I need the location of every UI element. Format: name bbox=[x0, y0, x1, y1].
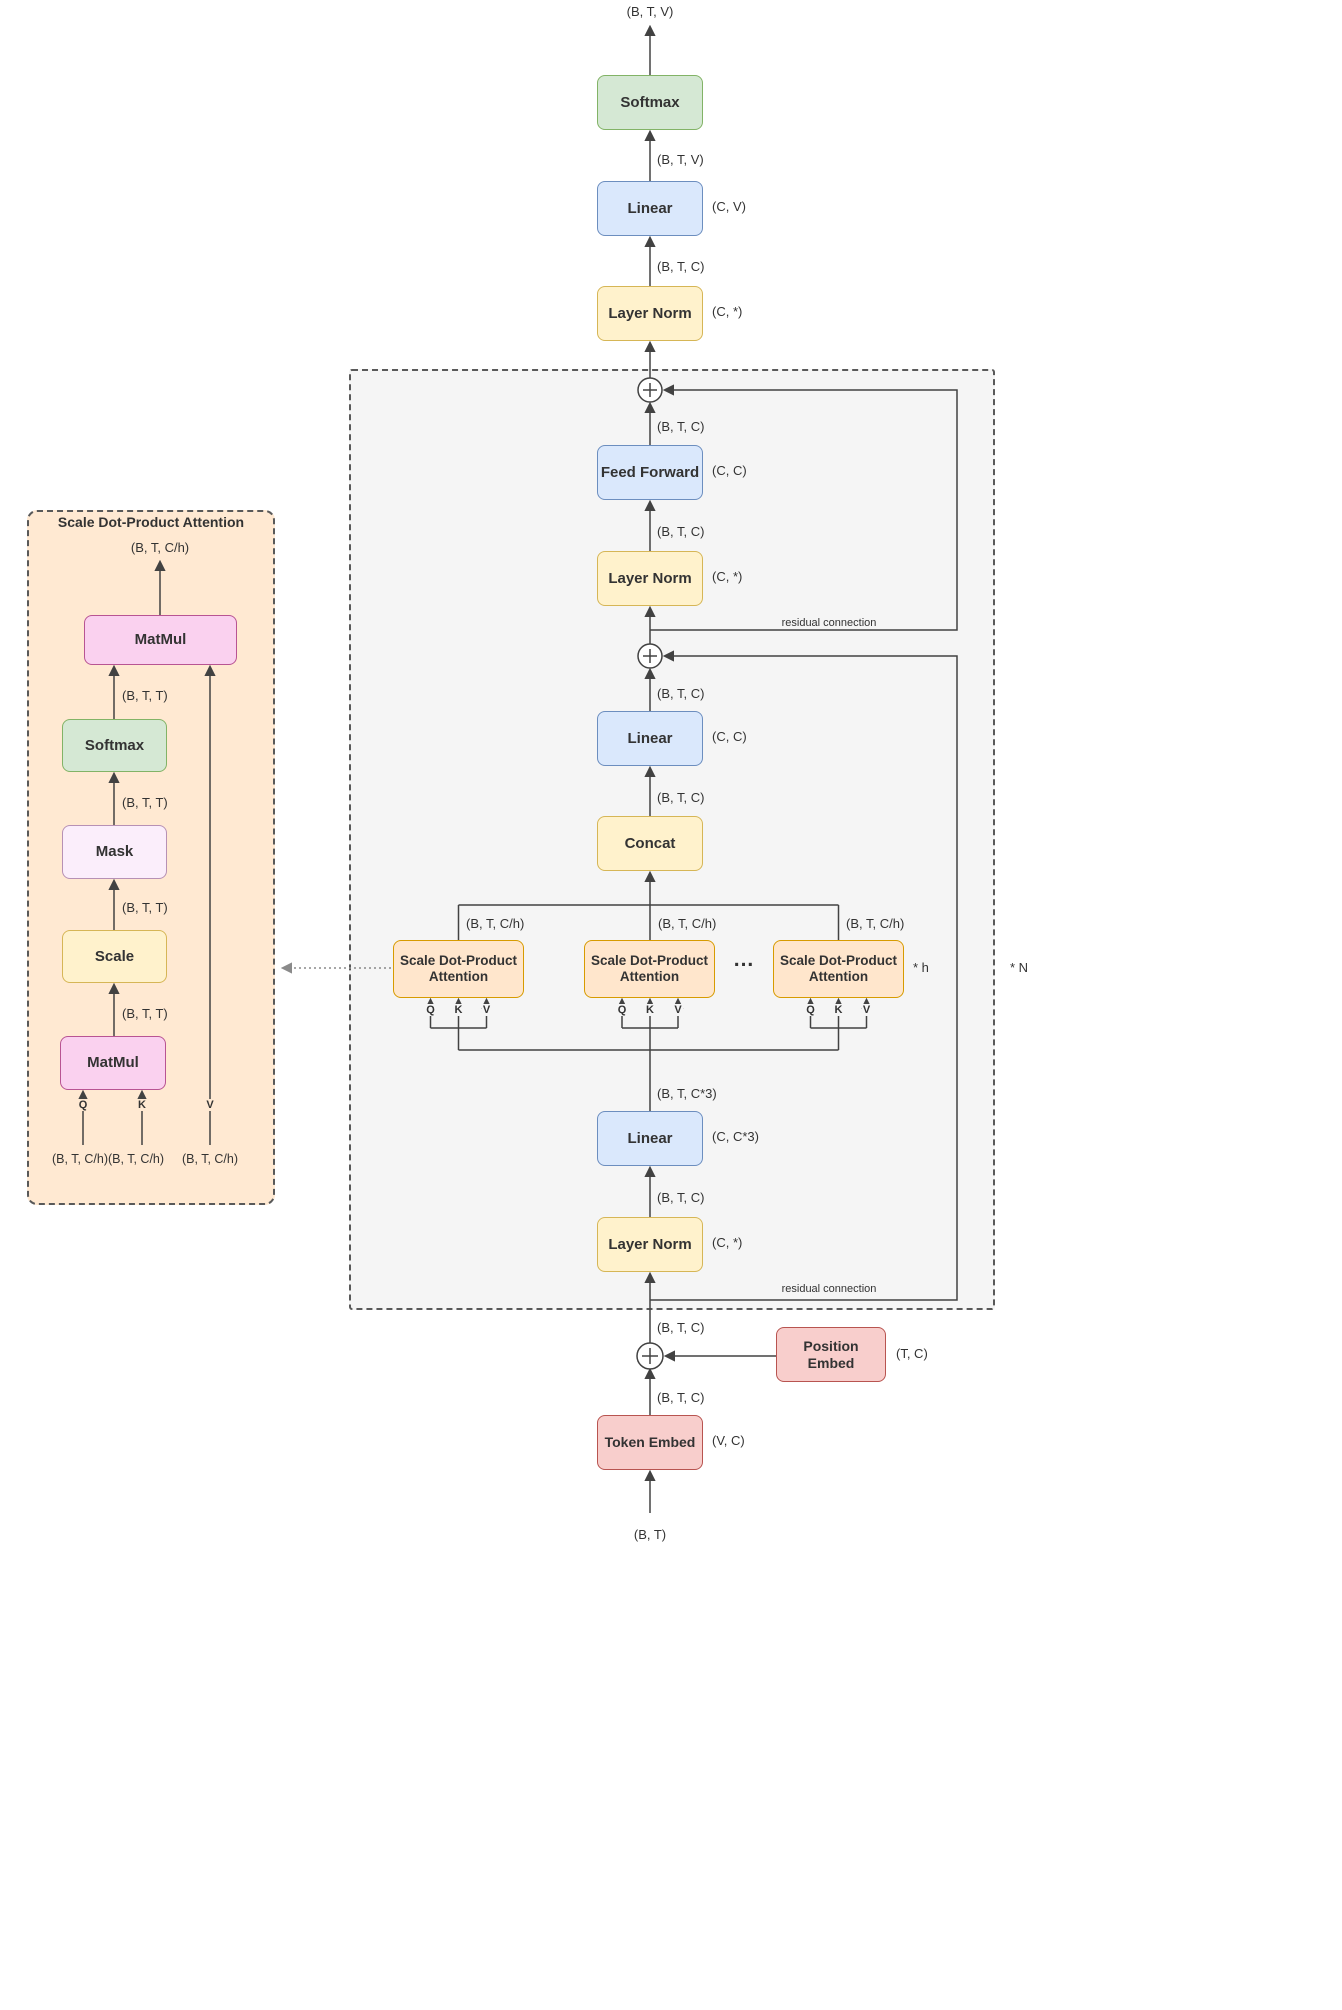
shape-label: (B, T, C) bbox=[657, 1320, 705, 1335]
block-attention-head-3: Scale Dot-Product Attention bbox=[773, 940, 904, 998]
add-circle bbox=[636, 1342, 664, 1370]
param-label-linear-qkv: (C, C*3) bbox=[712, 1129, 759, 1144]
v-label: V bbox=[672, 1004, 684, 1017]
param-label-linear-attn: (C, C) bbox=[712, 729, 747, 744]
v-label: V bbox=[860, 1004, 873, 1017]
shape-label-output: (B, T, V) bbox=[626, 4, 674, 19]
param-label-ln-2: (C, *) bbox=[712, 569, 743, 584]
param-label-linear-out: (C, V) bbox=[712, 199, 746, 214]
shape-label: (B, T, C) bbox=[657, 1190, 705, 1205]
k-label: K bbox=[452, 1004, 465, 1017]
v-label: V bbox=[480, 1004, 493, 1017]
block-softmax-output: Softmax bbox=[597, 75, 703, 130]
param-label-ln-1: (C, *) bbox=[712, 1235, 743, 1250]
k-label: K bbox=[832, 1004, 845, 1017]
shape-label-head-2: (B, T, C/h) bbox=[658, 916, 717, 931]
block-concat: Concat bbox=[597, 816, 703, 871]
block-feed-forward: Feed Forward bbox=[597, 445, 703, 500]
v-label: V bbox=[204, 1099, 216, 1112]
shape-label: (B, T, C) bbox=[657, 686, 705, 701]
q-label: Q bbox=[76, 1099, 90, 1112]
multiply-n-label: * N bbox=[1010, 960, 1029, 975]
block-linear-qkv: Linear bbox=[597, 1111, 703, 1166]
detail-panel-title: Scale Dot-Product Attention bbox=[57, 514, 245, 530]
detail-shape-label: (B, T, T) bbox=[122, 688, 168, 703]
block-layer-norm-final: Layer Norm bbox=[597, 286, 703, 341]
q-label: Q bbox=[615, 1004, 629, 1017]
block-softmax-attn: Softmax bbox=[62, 719, 167, 772]
shape-label: (B, T, C) bbox=[657, 524, 705, 539]
block-linear-attn-out: Linear bbox=[597, 711, 703, 766]
block-attention-head-2: Scale Dot-Product Attention bbox=[584, 940, 715, 998]
detail-shape-label: (B, T, T) bbox=[122, 1006, 168, 1021]
multiply-h-label: * h bbox=[913, 960, 929, 975]
shape-label: (B, T, V) bbox=[657, 152, 704, 167]
shape-label-head-3: (B, T, C/h) bbox=[846, 916, 905, 931]
block-token-embed: Token Embed bbox=[597, 1415, 703, 1470]
param-label-ln-final: (C, *) bbox=[712, 304, 743, 319]
block-mask: Mask bbox=[62, 825, 167, 879]
block-matmul-2: MatMul bbox=[84, 615, 237, 665]
k-label: K bbox=[644, 1004, 656, 1017]
detail-output-shape: (B, T, C/h) bbox=[130, 540, 190, 555]
block-layer-norm-2: Layer Norm bbox=[597, 551, 703, 606]
block-layer-norm-1: Layer Norm bbox=[597, 1217, 703, 1272]
block-scale: Scale bbox=[62, 930, 167, 983]
q-label: Q bbox=[804, 1004, 817, 1017]
residual-connection-label: residual connection bbox=[781, 617, 877, 629]
q-label: Q bbox=[424, 1004, 437, 1017]
shape-label: (B, T, C) bbox=[657, 1390, 705, 1405]
block-matmul-1: MatMul bbox=[60, 1036, 166, 1090]
shape-label: (B, T, C*3) bbox=[657, 1086, 717, 1101]
residual-connection-label: residual connection bbox=[781, 1283, 877, 1295]
shape-label-head-1: (B, T, C/h) bbox=[466, 916, 525, 931]
param-label-pos-embed: (T, C) bbox=[896, 1346, 928, 1361]
block-position-embed: Position Embed bbox=[776, 1327, 886, 1382]
k-label: K bbox=[136, 1099, 148, 1112]
block-attention-head-1: Scale Dot-Product Attention bbox=[393, 940, 524, 998]
detail-qk-input-shapes: (B, T, C/h)(B, T, C/h) bbox=[51, 1152, 165, 1166]
block-linear-output: Linear bbox=[597, 181, 703, 236]
shape-label-input: (B, T) bbox=[633, 1527, 667, 1542]
detail-shape-label: (B, T, T) bbox=[122, 900, 168, 915]
shape-label: (B, T, C) bbox=[657, 419, 705, 434]
shape-label: (B, T, C) bbox=[657, 790, 705, 805]
param-label-token-embed: (V, C) bbox=[712, 1433, 745, 1448]
heads-ellipsis: ... bbox=[733, 948, 755, 971]
detail-shape-label: (B, T, T) bbox=[122, 795, 168, 810]
param-label-feed-forward: (C, C) bbox=[712, 463, 747, 478]
detail-v-input-shape: (B, T, C/h) bbox=[181, 1152, 239, 1166]
shape-label: (B, T, C) bbox=[657, 259, 705, 274]
